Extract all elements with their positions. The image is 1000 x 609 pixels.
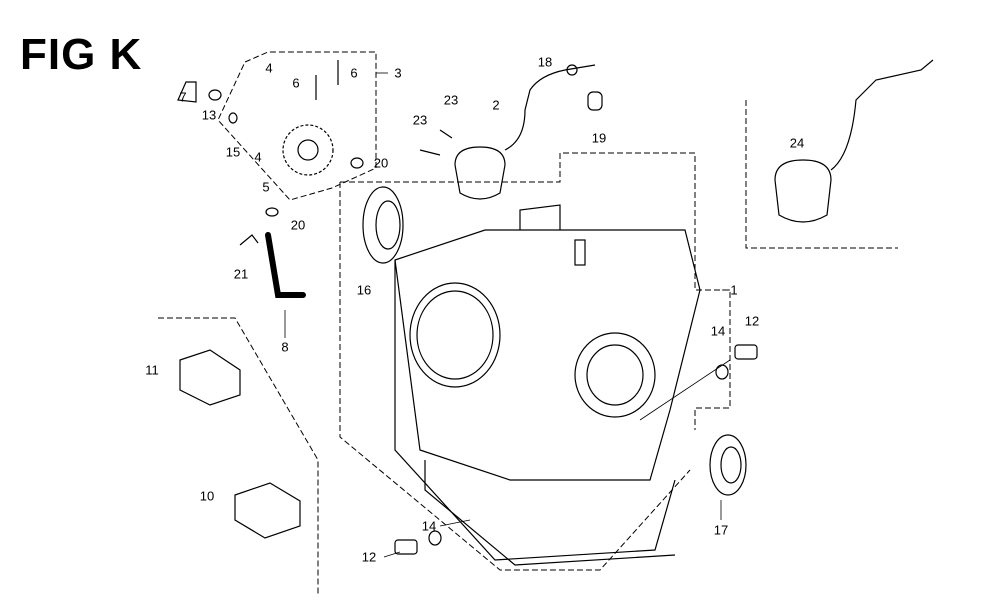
callout-14: 14 xyxy=(421,518,437,534)
callout-6: 6 xyxy=(350,65,358,81)
callout-23: 23 xyxy=(412,112,428,128)
callout-15: 15 xyxy=(225,144,241,160)
callout-20: 20 xyxy=(290,217,306,233)
callout-12: 12 xyxy=(361,549,377,565)
callout-11: 11 xyxy=(145,362,159,378)
oil-seal-part xyxy=(709,434,747,496)
callout-8: 8 xyxy=(281,339,289,355)
callout-5: 5 xyxy=(262,179,270,195)
leader-lines xyxy=(284,72,731,558)
callout-4: 4 xyxy=(254,149,262,165)
governor-gear-part xyxy=(282,124,334,176)
callout-1: 1 xyxy=(730,282,738,298)
callout-23: 23 xyxy=(443,92,459,108)
callout-6: 6 xyxy=(292,75,300,91)
callout-10: 10 xyxy=(199,488,215,504)
callout-18: 18 xyxy=(537,54,553,70)
callout-21: 21 xyxy=(233,266,249,282)
oil-alert-switch-part xyxy=(454,64,603,200)
callout-17: 17 xyxy=(713,522,729,538)
figure-title: FIG K xyxy=(20,30,143,79)
callout-20: 20 xyxy=(373,155,389,171)
callout-4: 4 xyxy=(265,60,273,76)
engine-mount-part xyxy=(179,349,301,539)
callout-13: 13 xyxy=(201,107,217,123)
callout-7: 7 xyxy=(179,89,187,105)
oil-alert-unit-part xyxy=(774,59,934,223)
callout-19: 19 xyxy=(591,130,607,146)
group-outlines xyxy=(158,51,898,595)
callout-14: 14 xyxy=(710,323,726,339)
callout-3: 3 xyxy=(394,65,402,81)
breather-tube-part xyxy=(265,232,306,298)
callout-12: 12 xyxy=(744,313,760,329)
callout-16: 16 xyxy=(356,282,372,298)
small-parts xyxy=(177,60,758,555)
callout-24: 24 xyxy=(789,135,805,151)
bearing-part xyxy=(362,186,404,264)
callout-2: 2 xyxy=(492,97,500,113)
crankcase-part xyxy=(394,204,701,566)
